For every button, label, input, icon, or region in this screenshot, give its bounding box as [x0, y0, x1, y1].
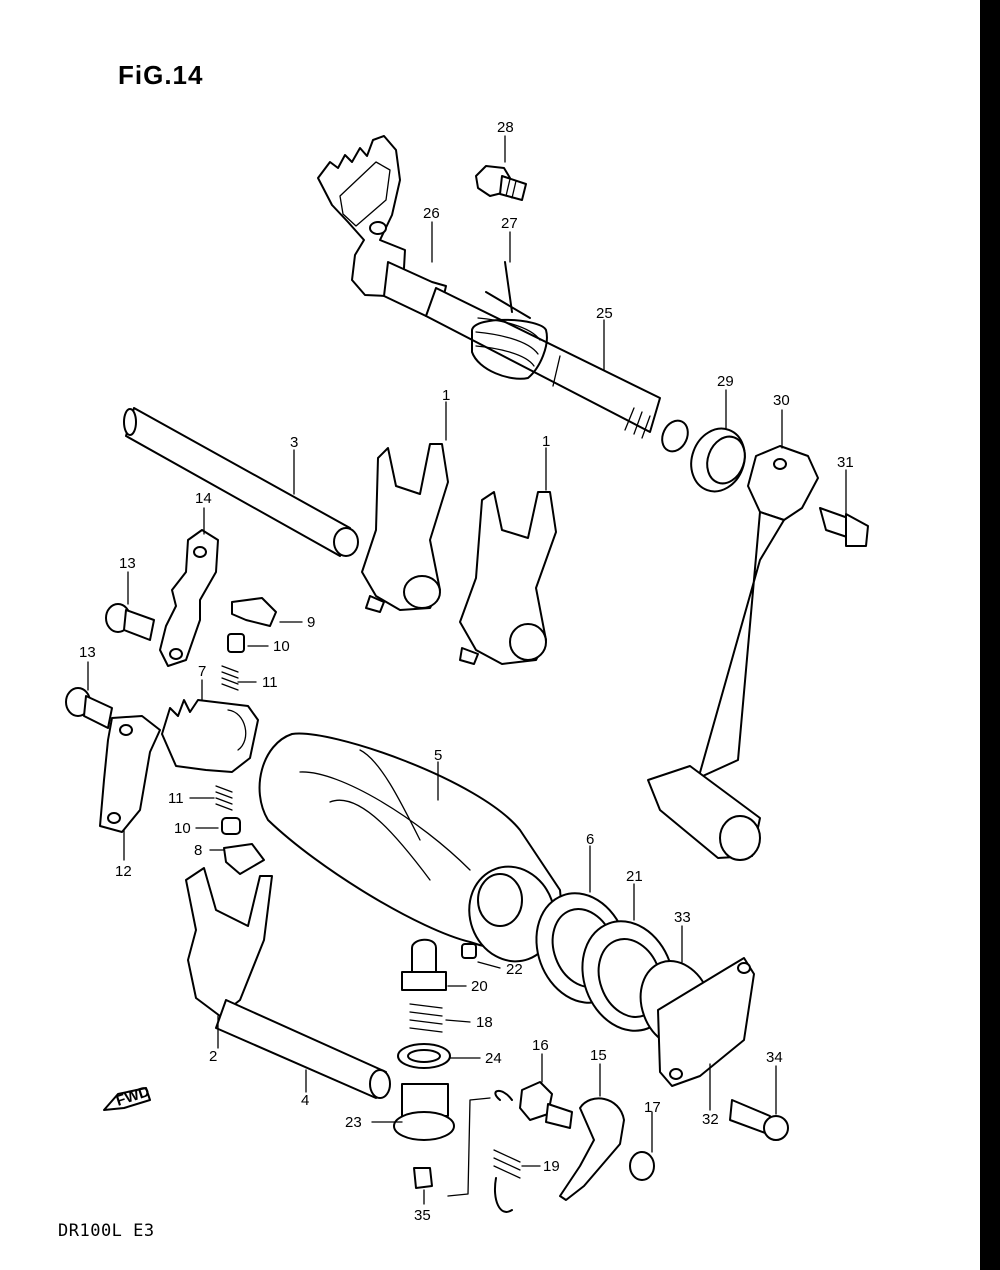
callout-26: 26: [423, 205, 440, 222]
shift-fork-2: [185, 867, 391, 1099]
parts-8-10-11-lower: [215, 785, 265, 875]
return-spring: [471, 261, 548, 380]
gearshift-lever: [647, 445, 819, 861]
callout-1-lower: 1: [542, 433, 550, 450]
callout-5: 5: [434, 747, 442, 764]
figure-title: FiG.14: [118, 60, 204, 90]
callout-32: 32: [702, 1111, 719, 1128]
callout-9: 9: [307, 614, 315, 631]
bolt-31: [819, 507, 869, 547]
callout-14: 14: [195, 490, 212, 507]
parts-9-10-11: [221, 597, 277, 691]
callout-28: 28: [497, 119, 514, 136]
fwd-arrow-icon: FWD: [103, 1083, 152, 1111]
callout-7: 7: [198, 663, 206, 680]
gearshift-shaft: [317, 135, 689, 453]
leader-lines: [87, 135, 847, 1205]
callout-10-lower: 10: [174, 820, 191, 837]
callout-4: 4: [301, 1092, 309, 1109]
shift-forks-1: [361, 443, 557, 665]
callout-16: 16: [532, 1037, 549, 1054]
callout-8: 8: [194, 842, 202, 859]
callout-13-upper: 13: [119, 555, 136, 572]
bolt-28: [475, 165, 527, 201]
screw-13a: [105, 603, 155, 641]
stopper-plate-14: [159, 529, 219, 667]
callout-11-upper: 11: [262, 674, 278, 691]
callout-12: 12: [115, 863, 132, 880]
callout-10-upper: 10: [273, 638, 290, 655]
callout-11-lower: 11: [168, 790, 184, 807]
callout-2: 2: [209, 1048, 217, 1065]
callout-27: 27: [501, 215, 518, 232]
callout-15: 15: [590, 1047, 607, 1064]
stopper-plate-12: [99, 715, 161, 833]
callout-22: 22: [506, 961, 523, 978]
callout-31: 31: [837, 454, 854, 471]
callout-30: 30: [773, 392, 790, 409]
lower-small-parts: [413, 1081, 789, 1213]
callout-19: 19: [543, 1158, 560, 1175]
callout-25: 25: [596, 305, 613, 322]
fork-shaft-3: [123, 407, 359, 557]
scan-edge-bar: [980, 0, 1000, 1270]
screw-13b: [65, 687, 113, 729]
callout-13-lower: 13: [79, 644, 96, 661]
bearing-29: [690, 427, 746, 493]
callout-35: 35: [414, 1207, 431, 1224]
model-code: DR100L E3: [58, 1221, 155, 1241]
callout-1-upper: 1: [442, 387, 450, 404]
callout-29: 29: [717, 373, 734, 390]
callout-24: 24: [485, 1050, 502, 1067]
callout-3: 3: [290, 434, 298, 451]
gearshift-cam-5: [258, 732, 562, 963]
callout-6: 6: [586, 831, 594, 848]
drain-parts: [393, 938, 477, 1141]
callout-34: 34: [766, 1049, 783, 1066]
gaskets-and-cover: [535, 892, 755, 1087]
callout-numbers: 28 26 27 25 29 30 31 1 1 3 14 13 9 10 13…: [79, 119, 854, 1224]
callout-21: 21: [626, 868, 643, 885]
cam-driven-gear-7: [161, 699, 259, 773]
callout-18: 18: [476, 1014, 493, 1031]
callout-23: 23: [345, 1114, 362, 1131]
callout-33: 33: [674, 909, 691, 926]
callout-20: 20: [471, 978, 488, 995]
callout-17: 17: [644, 1099, 661, 1116]
